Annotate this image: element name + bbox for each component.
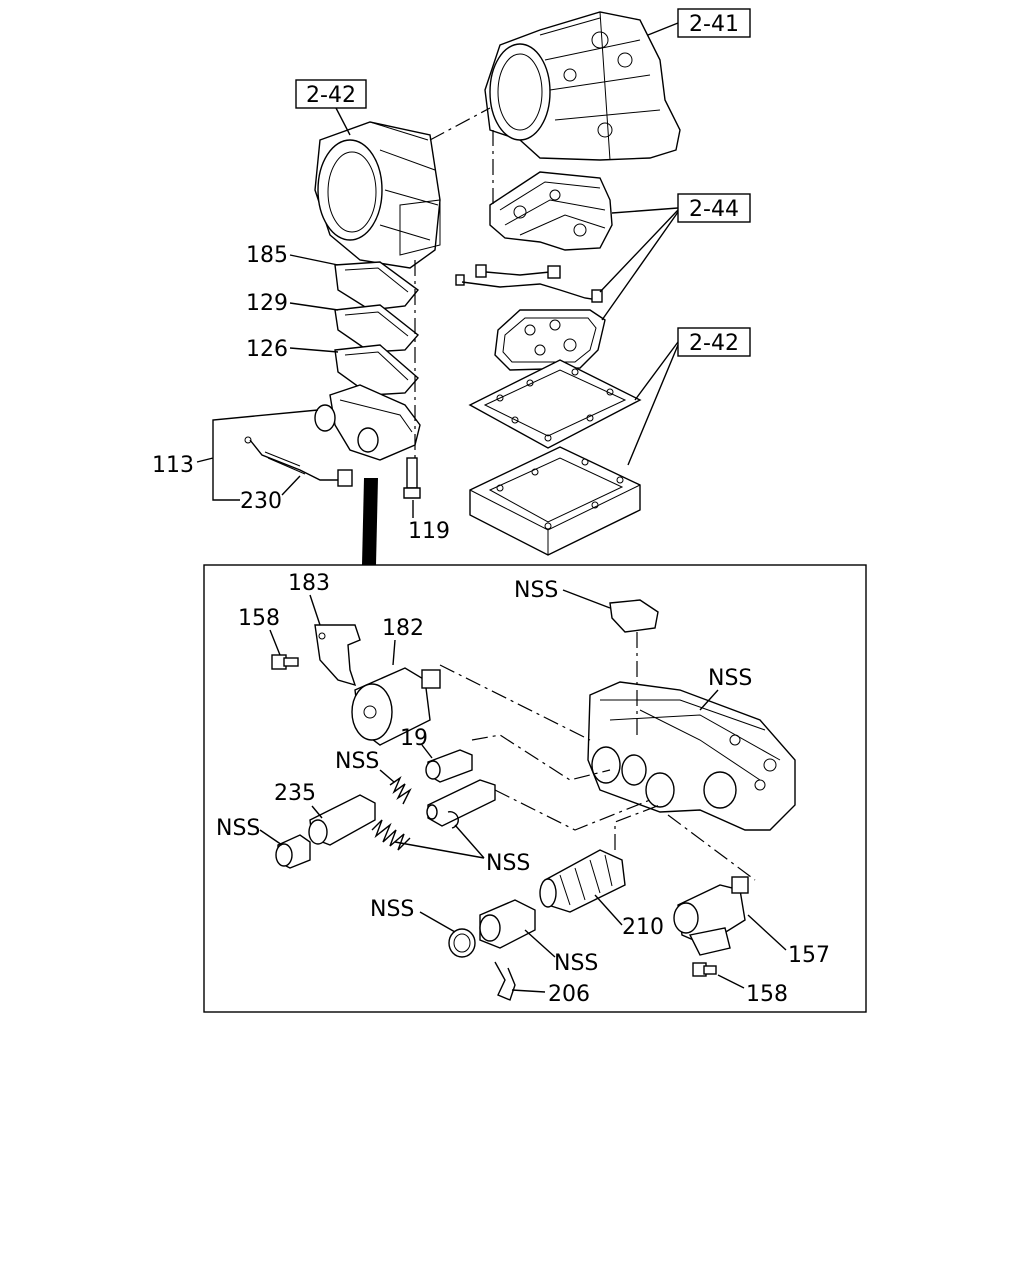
leader-2-42-right — [627, 341, 679, 466]
pin-19 — [425, 749, 473, 783]
alignment-line-210 — [614, 804, 661, 850]
leader-nss-spring — [379, 769, 395, 783]
spring-nss-small — [389, 776, 412, 805]
solenoid-182 — [351, 667, 441, 746]
valve-pin — [426, 779, 496, 827]
alignment-line-pin — [494, 789, 651, 831]
plate-185 — [334, 261, 420, 311]
ref-box-2-42-right: 2-42 — [677, 327, 751, 357]
label-nss-oring: NSS — [370, 897, 414, 922]
valve-nss — [479, 899, 536, 949]
leader-nss-body — [699, 689, 719, 711]
leader-206 — [511, 989, 546, 993]
bolt-119 — [403, 457, 421, 499]
leader-158-top — [269, 629, 281, 656]
leader-nss-clip — [562, 589, 611, 609]
ref-box-2-42-top: 2-42 — [295, 79, 367, 109]
label-206: 206 — [548, 982, 590, 1007]
ref-box-2-44: 2-44 — [677, 193, 751, 223]
label-119: 119 — [408, 519, 450, 544]
plunger-235 — [308, 794, 376, 846]
label-235: 235 — [274, 781, 316, 806]
wire-harness — [455, 264, 603, 303]
label-nss-body: NSS — [708, 666, 752, 691]
leader-19 — [421, 744, 433, 759]
label-158-top: 158 — [238, 606, 280, 631]
leader-nss-plug — [259, 829, 283, 846]
leader-2-41 — [647, 22, 679, 36]
plate-126 — [334, 344, 419, 396]
detail-pointer — [362, 478, 378, 565]
label-113: 113 — [152, 453, 194, 478]
leader-2-44 — [599, 207, 679, 321]
valve-body — [489, 171, 613, 251]
leader-nss-springs — [394, 824, 485, 859]
o-ring-nss — [448, 928, 476, 958]
label-230: 230 — [240, 489, 282, 514]
leader-185 — [289, 254, 339, 266]
bolt-158-bottom — [692, 962, 717, 977]
converter-housing — [314, 121, 441, 269]
label-129: 129 — [246, 291, 288, 316]
label-185: 185 — [246, 243, 288, 268]
spring-nss-large — [371, 819, 411, 851]
solenoid-157 — [673, 876, 749, 956]
label-nss-valve: NSS — [554, 951, 598, 976]
oil-strainer — [494, 309, 606, 371]
label-nss-plug: NSS — [216, 816, 260, 841]
leader-210 — [594, 894, 623, 926]
plate-129 — [334, 304, 420, 353]
label-nss-clip: NSS — [514, 578, 558, 603]
alignment-line-19 — [471, 734, 611, 781]
transmission-case — [484, 11, 681, 161]
alignment-line-157 — [667, 814, 756, 881]
leader-235 — [311, 805, 323, 819]
leader-158-bottom — [717, 974, 745, 989]
ref-2-42-right-text: 2-42 — [689, 331, 739, 356]
ref-2-41-text: 2-41 — [689, 12, 739, 37]
leader-182 — [392, 639, 396, 666]
label-183: 183 — [288, 571, 330, 596]
leader-nss-valve — [524, 929, 556, 958]
small-clip-nss — [447, 811, 459, 829]
leader-nss-oring — [419, 911, 456, 933]
plug-nss — [275, 834, 311, 869]
filter-210 — [539, 849, 626, 913]
valve-body-detail — [587, 681, 796, 831]
alignment-line-housing — [429, 107, 491, 141]
label-182: 182 — [382, 616, 424, 641]
leader-157 — [747, 914, 787, 951]
label-210: 210 — [622, 915, 664, 940]
label-158-bottom: 158 — [746, 982, 788, 1007]
ref-2-44-text: 2-44 — [689, 197, 739, 222]
clip-206 — [494, 961, 516, 1001]
alignment-line-182 — [439, 664, 591, 741]
o-ring-inner — [453, 933, 471, 953]
leader-113 — [196, 409, 319, 501]
oil-pan — [469, 446, 641, 556]
ref-2-42-top-text: 2-42 — [306, 83, 356, 108]
label-nss-springs: NSS — [486, 851, 530, 876]
leader-129 — [289, 302, 339, 311]
oil-pan-gasket — [468, 359, 642, 449]
harness-230 — [244, 436, 353, 487]
solenoid-body-assembly — [314, 384, 421, 461]
label-126: 126 — [246, 337, 288, 362]
label-157: 157 — [788, 943, 830, 968]
ref-box-2-41: 2-41 — [677, 8, 751, 38]
label-nss-spring: NSS — [335, 749, 379, 774]
bolt-158-top — [271, 654, 299, 670]
leader-230 — [281, 475, 301, 496]
leader-126 — [289, 347, 339, 353]
leader-2-42-top — [335, 107, 351, 136]
bracket-183 — [314, 624, 361, 687]
leader-183 — [309, 594, 321, 626]
clip-nss — [609, 599, 659, 633]
